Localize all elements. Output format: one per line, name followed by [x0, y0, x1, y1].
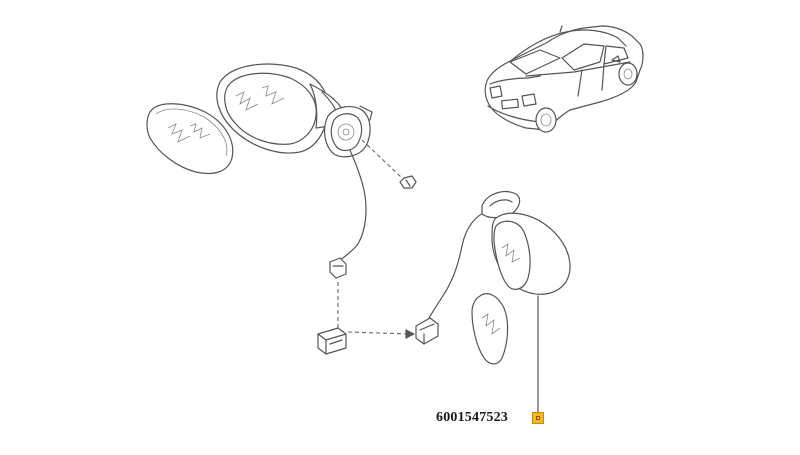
- left-mirror-base: [324, 105, 373, 158]
- right-mirror-glass: [471, 293, 509, 365]
- callout-marker[interactable]: [532, 412, 544, 424]
- right-mirror-base: [481, 191, 521, 219]
- callout-marker-inner: [536, 416, 540, 420]
- wiring-socket: [317, 327, 347, 355]
- mounting-screw: [399, 175, 417, 189]
- left-mirror-assembly: [146, 63, 417, 328]
- right-mirror-housing: [491, 212, 571, 295]
- part-number-label: 6001547523: [436, 410, 508, 425]
- right-mirror-cable: [427, 209, 489, 321]
- left-mirror-housing: [216, 63, 342, 154]
- left-mirror-glass: [146, 103, 234, 175]
- left-mirror-connector: [329, 257, 347, 279]
- left-mirror-cable: [337, 149, 367, 263]
- right-mirror-assembly: [415, 191, 571, 413]
- right-mirror-connector: [415, 317, 439, 345]
- car-illustration: [484, 25, 644, 133]
